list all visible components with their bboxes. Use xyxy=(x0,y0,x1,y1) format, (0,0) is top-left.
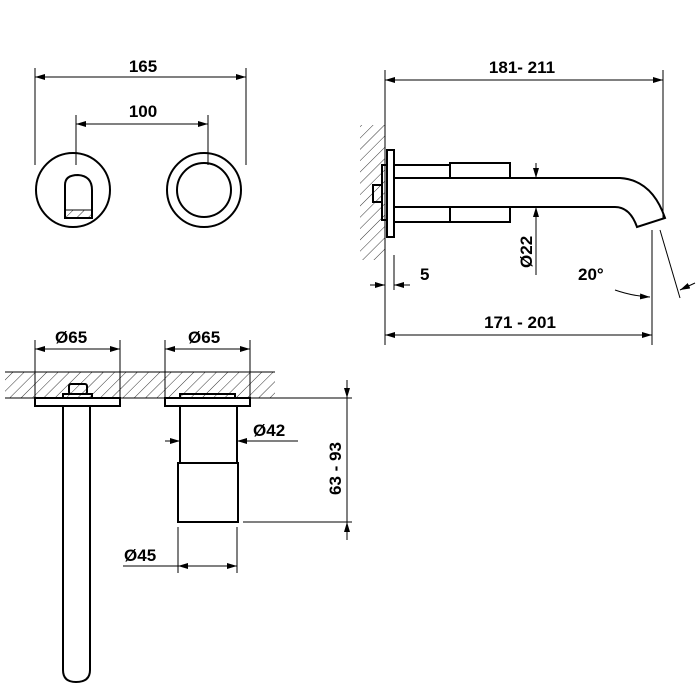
projection-label: 181- 211 xyxy=(489,58,555,77)
angle-label: 20° xyxy=(578,265,604,284)
top-view: Ø65 Ø65 Ø42 Ø45 63 - 93 xyxy=(5,328,352,684)
knob-diameter-label: Ø45 xyxy=(124,546,156,565)
side-view: 181- 211 Ø22 5 20° 171 - 201 xyxy=(360,58,696,345)
handle-diameter-label: Ø42 xyxy=(253,421,285,440)
width-label: 165 xyxy=(129,57,157,76)
projection-min-label: 171 - 201 xyxy=(484,313,556,332)
spout-outlet xyxy=(64,173,93,219)
spout-flange-label: Ø65 xyxy=(55,328,87,347)
nut xyxy=(372,184,383,203)
spacing-label: 100 xyxy=(129,102,157,121)
spout xyxy=(394,177,667,229)
spout-rosette xyxy=(35,152,111,228)
flange-thickness-label: 5 xyxy=(420,265,429,284)
handle-body xyxy=(179,405,238,464)
handle-knob xyxy=(177,462,239,523)
handle-rosette xyxy=(166,152,242,228)
depth-label: 63 - 93 xyxy=(326,442,345,495)
front-view: 165 100 xyxy=(34,57,247,228)
spout-pipe xyxy=(62,406,91,684)
handle-knob xyxy=(176,162,232,218)
handle-flange-label: Ø65 xyxy=(188,328,220,347)
flange xyxy=(386,149,395,238)
spout-diameter-label: Ø22 xyxy=(517,236,536,268)
